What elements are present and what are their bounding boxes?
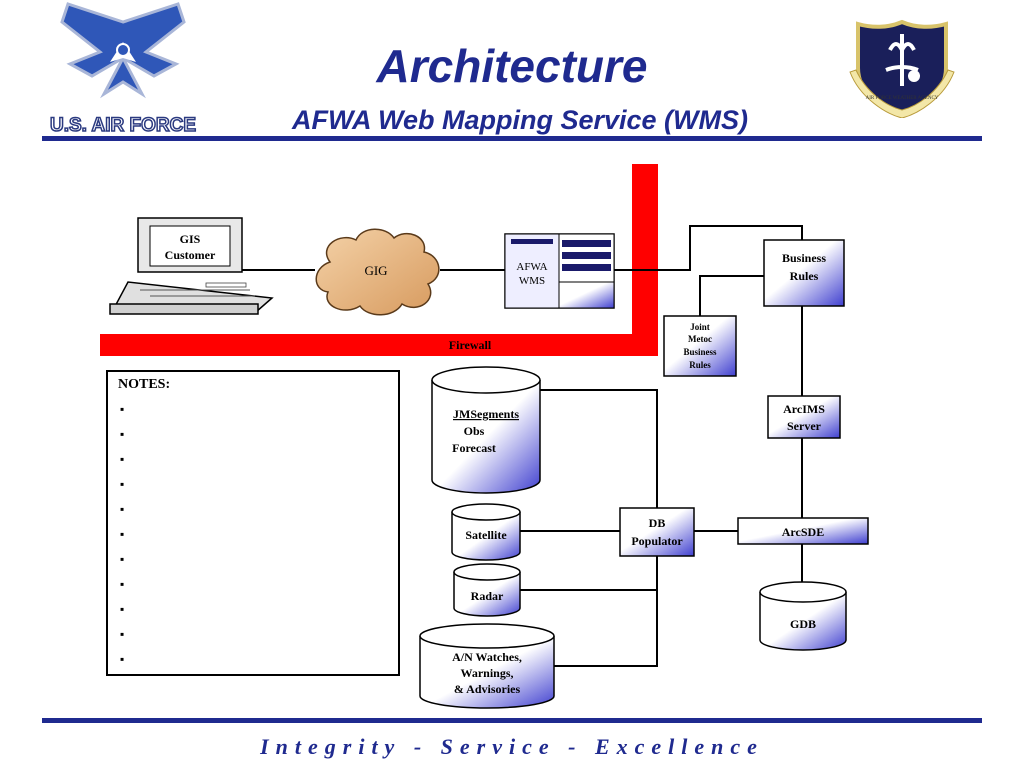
radar-database-icon: Radar — [453, 563, 521, 617]
radar-label: Radar — [471, 589, 504, 603]
arcims-server-box: ArcIMS Server — [767, 395, 841, 439]
db-populator-box: DB Populator — [619, 507, 695, 557]
joint-metoc-line3: Business — [683, 347, 717, 357]
an-watches-line1: A/N Watches, — [452, 650, 522, 664]
arcsde-label: ArcSDE — [782, 525, 824, 539]
notes-bullet: ▪ — [120, 402, 125, 416]
connector-lines — [242, 225, 803, 667]
firewall: Firewall — [100, 164, 658, 356]
notes-bullet: ▪ — [120, 427, 125, 441]
gis-customer-computer: GIS Customer — [109, 217, 274, 315]
footer-motto: Integrity - Service - Excellence — [260, 734, 764, 759]
notes-bullet: ▪ — [120, 502, 125, 516]
footer-rule — [42, 718, 982, 723]
gig-cloud: GIG — [315, 228, 440, 316]
gdb-label: GDB — [790, 617, 816, 631]
joint-metoc-line2: Metoc — [688, 334, 712, 344]
joint-metoc-box: Joint Metoc Business Rules — [663, 315, 737, 377]
arcsde-box: ArcSDE — [737, 517, 869, 545]
an-watches-database-icon: A/N Watches, Warnings, & Advisories — [419, 623, 555, 709]
afwa-wms-label-line2: WMS — [519, 275, 545, 287]
jmsegments-label: JMSegments — [453, 407, 519, 421]
arcims-line2: Server — [787, 419, 822, 433]
an-watches-line3: & Advisories — [454, 682, 521, 696]
notes-bullet: ▪ — [120, 452, 125, 466]
gis-customer-label-line2: Customer — [165, 248, 216, 262]
usaf-wordmark: U.S. AIR FORCE — [49, 114, 197, 137]
jmsegments-obs: Obs — [464, 424, 485, 438]
notes-bullet: ▪ — [120, 477, 125, 491]
arcims-line1: ArcIMS — [783, 402, 825, 416]
business-rules-line1: Business — [782, 251, 826, 265]
notes-bullet: ▪ — [120, 602, 125, 616]
notes-bullet: ▪ — [120, 552, 125, 566]
air-force-wings-icon — [60, 2, 186, 99]
notes-panel: NOTES: ▪ ▪ ▪ ▪ ▪ ▪ ▪ ▪ ▪ ▪ ▪ — [106, 370, 400, 676]
business-rules-line2: Rules — [790, 269, 819, 283]
db-populator-line1: DB — [649, 516, 666, 530]
db-populator-line2: Populator — [631, 534, 683, 548]
joint-metoc-line1: Joint — [690, 322, 710, 332]
page-subtitle: AFWA Web Mapping Service (WMS) — [291, 105, 749, 135]
business-rules-box: Business Rules — [763, 239, 845, 307]
header-rule — [42, 136, 982, 141]
notes-title: NOTES: — [118, 377, 171, 392]
gis-customer-label-line1: GIS — [180, 232, 201, 246]
afwa-wms-server: AFWA WMS — [504, 233, 615, 309]
firewall-label: Firewall — [449, 338, 492, 352]
notes-bullet: ▪ — [120, 652, 125, 666]
afwa-seal: AIR FORCE WEATHER AGENCY — [846, 14, 958, 119]
afwa-wms-label-line1: AFWA — [516, 261, 547, 273]
an-watches-line2: Warnings, — [460, 666, 513, 680]
satellite-database-icon: Satellite — [451, 503, 521, 561]
page-title: Architecture — [376, 40, 648, 92]
gig-label: GIG — [364, 263, 387, 278]
usaf-logo — [40, 2, 206, 134]
afwa-seal-text: AIR FORCE WEATHER AGENCY — [865, 96, 939, 101]
notes-bullet: ▪ — [120, 577, 125, 591]
jmsegments-forecast: Forecast — [452, 441, 496, 455]
gdb-database-icon: GDB — [759, 581, 847, 651]
notes-bullet: ▪ — [120, 627, 125, 641]
jmsegments-database-icon: JMSegments Obs Forecast — [431, 366, 541, 494]
satellite-label: Satellite — [465, 528, 507, 542]
notes-bullet: ▪ — [120, 527, 125, 541]
joint-metoc-line4: Rules — [689, 360, 711, 370]
